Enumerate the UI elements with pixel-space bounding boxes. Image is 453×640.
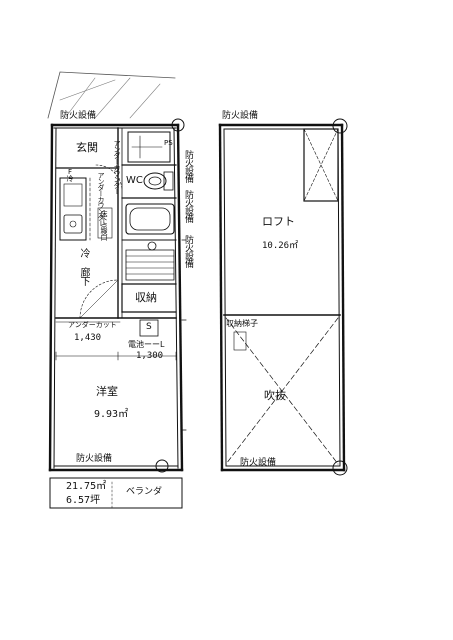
under-counter-label: アンダーカウンター: [97, 172, 105, 226]
loft-area: 10.26㎡: [262, 241, 299, 251]
fire-equipment-label: 防火設備: [240, 458, 277, 468]
floor1-plan: [47, 71, 187, 509]
western-room-area: 9.93㎡: [94, 409, 129, 420]
dimension-right: 1,300: [136, 351, 164, 361]
storage-label: 収納: [135, 291, 157, 304]
dimension-left: 1,430: [74, 333, 102, 343]
under-counter-label: アンダーカウンター: [113, 140, 121, 194]
fire-equipment-label: 防火設備: [222, 111, 259, 121]
floor2-plan: [218, 118, 348, 476]
kitchen-mark-label: F冷: [66, 168, 74, 181]
toilet-label: WC: [126, 175, 143, 186]
floor1-outer-walls: [48, 123, 184, 472]
western-room-label: 洋室: [96, 385, 118, 398]
fire-equipment-label: 防火設備: [60, 111, 97, 121]
floor-inspection-label: 床下点検口: [100, 210, 108, 240]
storage-ladder-label: 収納梯子: [226, 319, 258, 328]
veranda-label: ベランダ: [126, 487, 163, 497]
s-mark-label: S: [146, 322, 152, 332]
fire-equipment-label: 防火設備: [183, 150, 193, 182]
total-tsubo: 6.57坪: [66, 495, 101, 506]
under-cut-label: アンダーカット: [68, 321, 117, 329]
hallway-label: 冷 廊下: [78, 248, 89, 285]
loft-label: ロフト: [262, 215, 295, 228]
atrium-label: 吹抜: [264, 389, 286, 402]
entrance-label: 玄関: [76, 141, 98, 154]
dimension-right-note: 電池ーーL: [128, 340, 165, 349]
fire-equipment-label: 防火設備: [76, 454, 113, 464]
total-area: 21.75㎡: [66, 481, 107, 492]
fire-equipment-label: 防火設備: [183, 190, 193, 222]
ps-label: PS: [164, 139, 173, 147]
fire-equipment-label: 防火設備: [183, 235, 193, 267]
